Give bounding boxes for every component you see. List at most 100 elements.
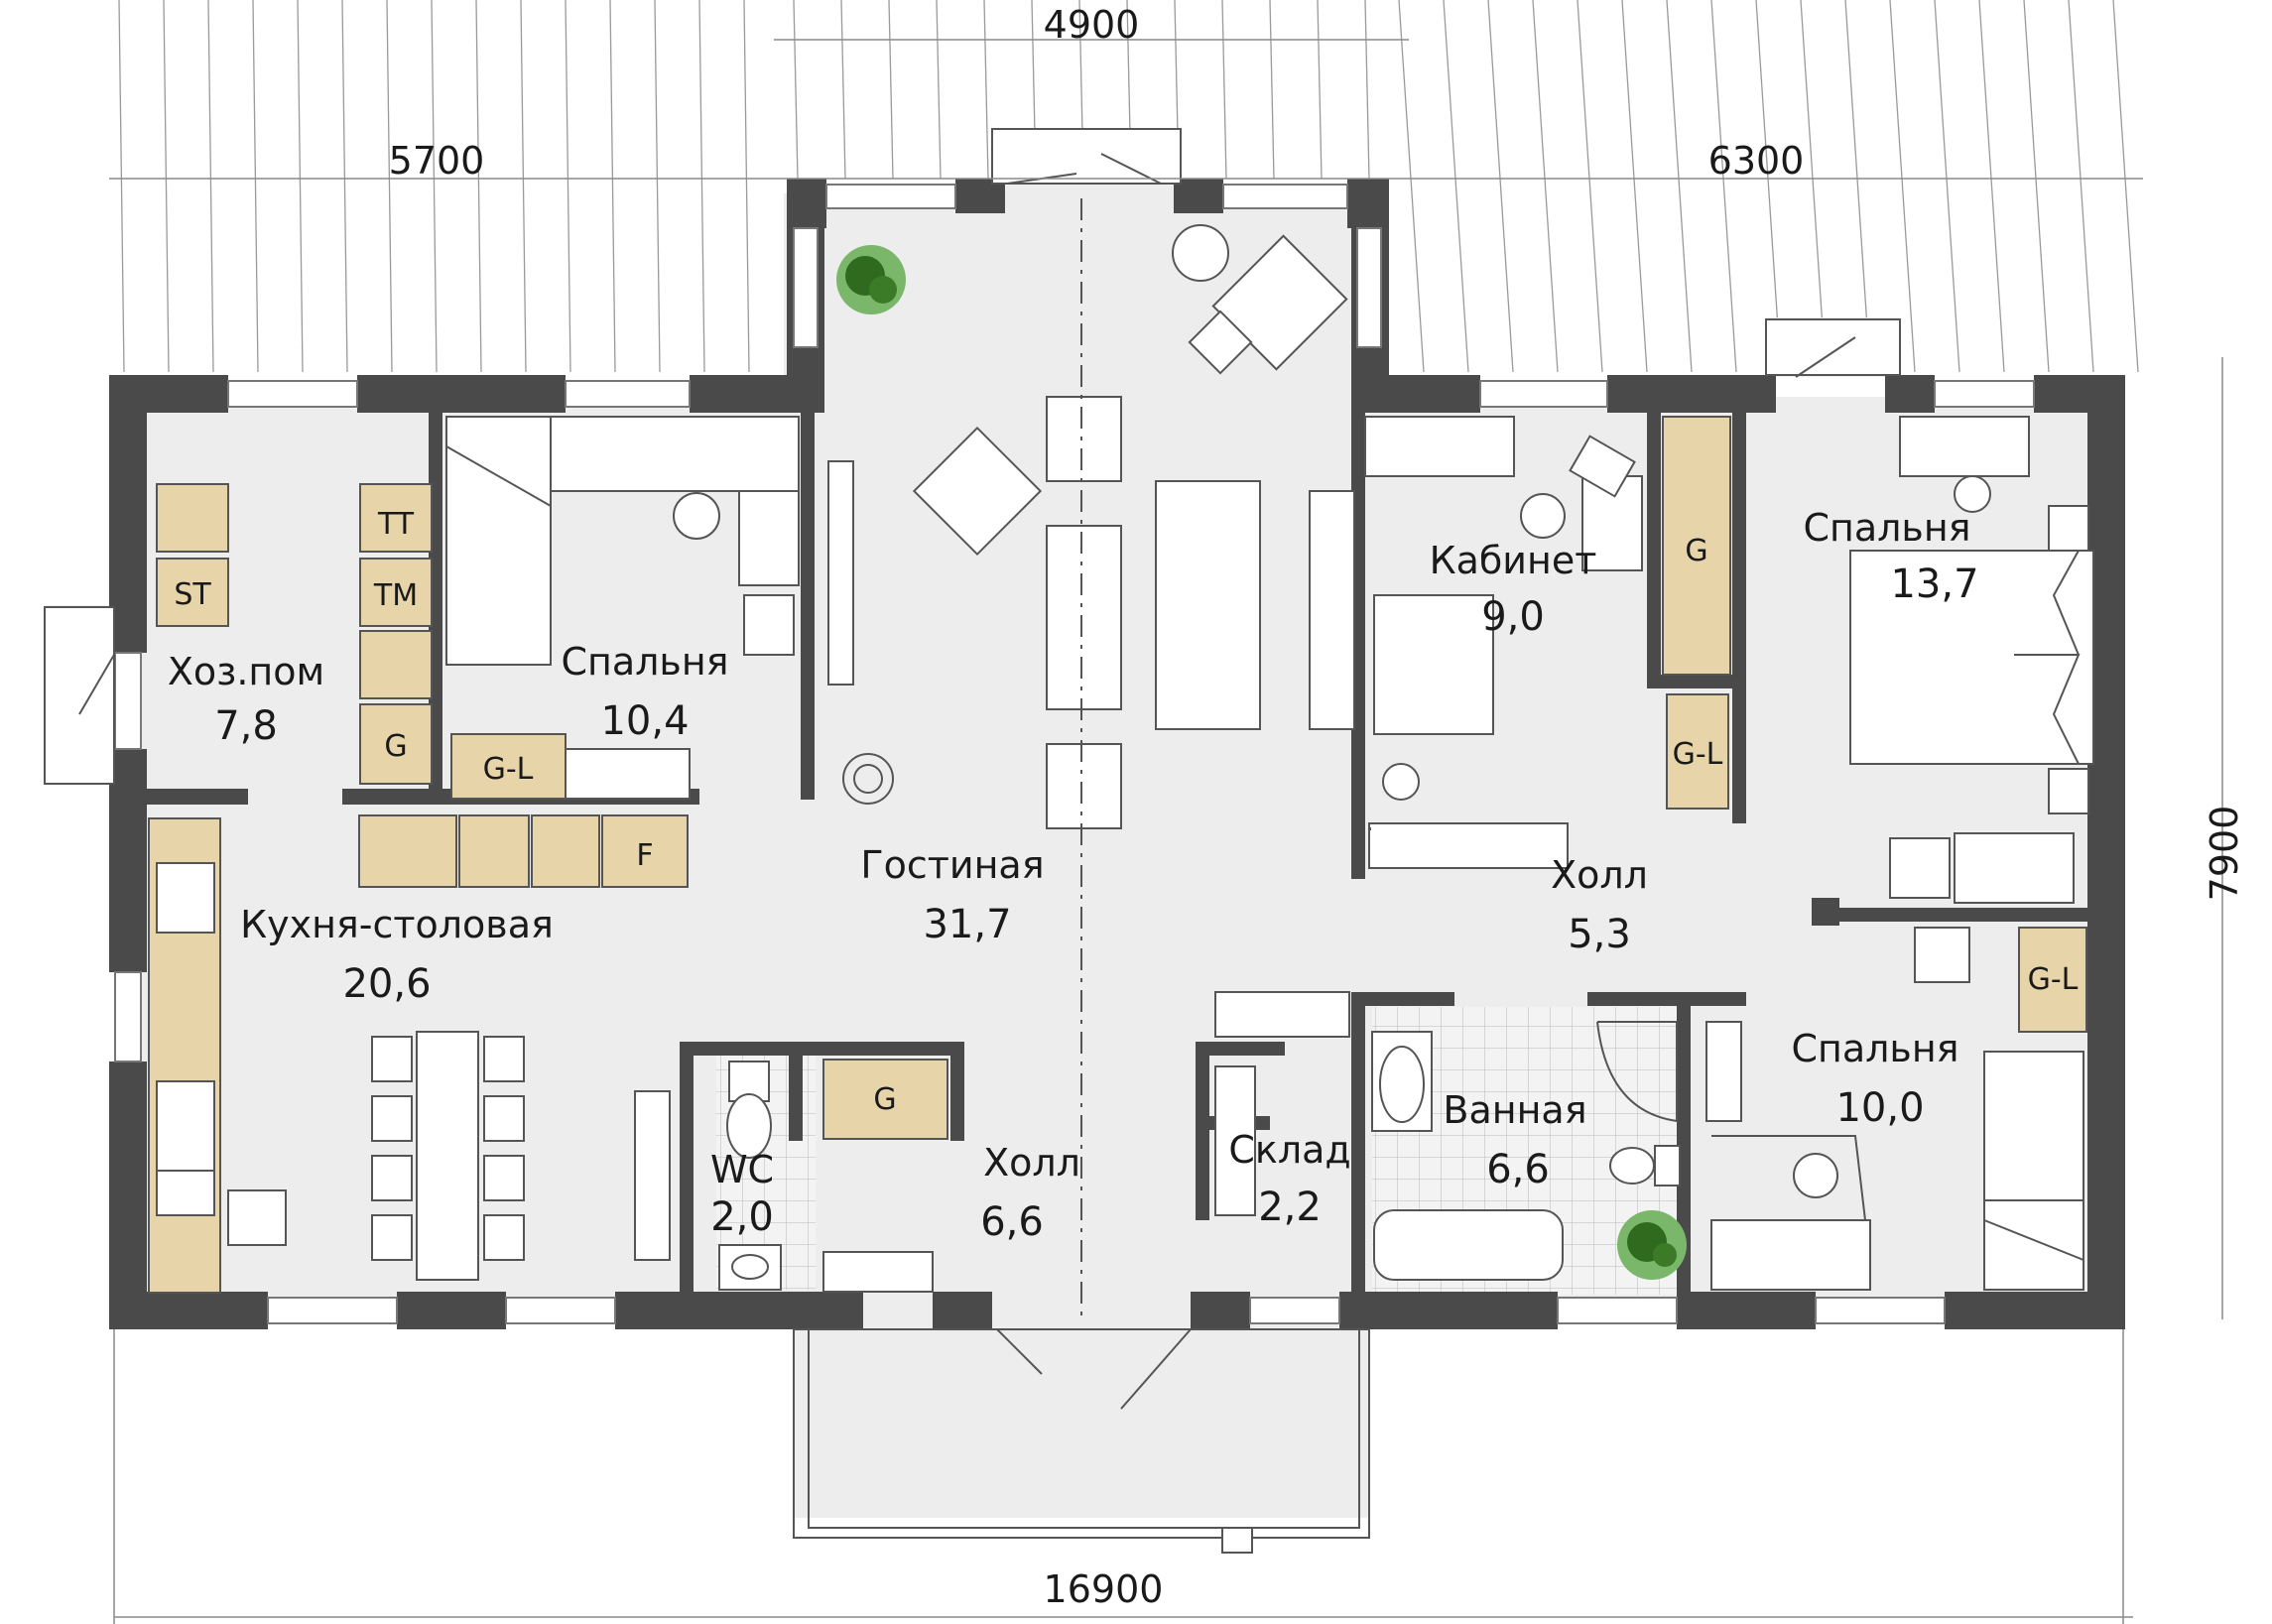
room-label-bedroom-ne: Спальня 13,7: [1803, 506, 1978, 607]
room-area: 2,0: [710, 1194, 774, 1240]
room-area: 6,6: [1486, 1147, 1550, 1192]
hatch-line: [743, 0, 750, 373]
cabinet-label-tm: TM: [373, 578, 418, 613]
hatch-line: [698, 0, 705, 373]
cabinet-label-f: F: [636, 838, 653, 873]
dimension-top-left: 5700: [389, 139, 485, 183]
room-area: 13,7: [1890, 562, 1978, 607]
dimension-labels: 5700 4900 6300 16900 7900: [389, 3, 2246, 1611]
cabinet-label-g: G: [873, 1082, 896, 1117]
room-area: 7,8: [214, 703, 278, 749]
hatch-line: [1398, 0, 1425, 373]
room-name: WC: [710, 1148, 774, 1191]
hatch-line: [475, 0, 482, 373]
hatch-line: [1889, 0, 1916, 373]
room-name: Гостиная: [860, 843, 1044, 887]
dimension-top-center: 4900: [1044, 3, 1140, 47]
hatch-line: [1221, 0, 1227, 180]
room-label-bedroom-left: Спальня 10,4: [561, 640, 728, 744]
room-name: Хоз.пом: [168, 650, 324, 693]
room-label-hall-south: Холл 6,6: [980, 1141, 1080, 1245]
room-name: Спальня: [1791, 1027, 1958, 1070]
hatch-line: [252, 0, 259, 373]
hatch-line: [2068, 0, 2094, 373]
hatch-line: [888, 0, 894, 180]
room-label-hall-east: Холл 5,3: [1551, 853, 1648, 957]
hatch-line: [1364, 0, 1370, 180]
room-area: 10,4: [600, 698, 689, 744]
hatch-line: [1710, 0, 1737, 373]
room-name: Спальня: [1803, 506, 1970, 550]
cabinet-label-g: G: [1685, 534, 1707, 568]
hatch-line: [983, 0, 989, 180]
furniture: [148, 224, 2094, 1294]
room-label-office: Кабинет 9,0: [1430, 539, 1597, 640]
hatch-line: [1577, 0, 1603, 373]
hatch-line: [118, 0, 125, 373]
room-area: 31,7: [923, 902, 1011, 947]
hatch-line: [1934, 0, 1960, 373]
room-name: Холл: [983, 1141, 1080, 1185]
room-area: 5,3: [1568, 912, 1631, 957]
hatch-line: [1978, 0, 2005, 373]
room-name: Ванная: [1443, 1088, 1586, 1132]
windows: [114, 184, 2035, 1324]
hatch-line: [609, 0, 616, 373]
room-area: 9,0: [1481, 594, 1545, 640]
cabinet-label-gl: G-L: [483, 752, 534, 787]
hatch-line: [2112, 0, 2139, 373]
room-labels: Хоз.пом 7,8 Спальня 10,4 Кухня-столовая …: [168, 506, 1979, 1245]
room-label-storage: Склад 2,2: [1228, 1128, 1350, 1230]
dimension-lines: [109, 39, 2223, 1624]
plant-icon: [836, 245, 906, 314]
hatch-line: [840, 0, 846, 180]
hatch-line: [1755, 0, 1782, 373]
room-label-living: Гостиная 31,7: [860, 843, 1044, 947]
hatch-line: [207, 0, 214, 373]
dimension-right: 7900: [2203, 806, 2246, 902]
cabinet-label-st: ST: [174, 577, 211, 612]
room-name: Кухня-столовая: [240, 903, 554, 946]
room-name: Кабинет: [1430, 539, 1597, 582]
hatch-line: [1621, 0, 1648, 373]
walls: [109, 179, 2125, 1329]
hatch-line: [1800, 0, 1827, 373]
room-name: Холл: [1551, 853, 1648, 897]
hatch-line: [565, 0, 571, 373]
cabinet-label-gl: G-L: [2028, 962, 2079, 997]
room-label-wc: WC 2,0: [710, 1148, 774, 1240]
hatch-line: [1487, 0, 1514, 373]
room-area: 2,2: [1258, 1185, 1322, 1230]
hatch-line: [1317, 0, 1323, 180]
hatch-line: [936, 0, 942, 180]
cabinet-label-gl: G-L: [1673, 737, 1723, 772]
hatch-line: [793, 0, 799, 180]
hatch-line: [1269, 0, 1275, 180]
room-label-bedroom-se: Спальня 10,0: [1791, 1027, 1958, 1131]
hatch-line: [1844, 0, 1871, 373]
cabinet-label-g: G: [384, 729, 407, 764]
hatch-line: [1666, 0, 1693, 373]
hatch-line: [163, 0, 170, 373]
room-label-bathroom: Ванная 6,6: [1443, 1088, 1586, 1192]
room-label-kitchen-dining: Кухня-столовая 20,6: [240, 903, 554, 1007]
cabinet-label-tt: TT: [377, 507, 415, 542]
room-area: 10,0: [1835, 1085, 1924, 1131]
hatch-line: [341, 0, 348, 373]
room-area: 20,6: [342, 961, 431, 1007]
hatch-line: [520, 0, 527, 373]
dimension-top-right: 6300: [1708, 139, 1805, 183]
cabinet-labels: ST TT TM G G-L F G G G-L G-L: [174, 507, 2078, 1117]
room-label-utility: Хоз.пом 7,8: [168, 650, 324, 749]
room-name: Склад: [1228, 1128, 1350, 1172]
hatch-line: [297, 0, 304, 373]
room-area: 6,6: [980, 1199, 1044, 1245]
hatch-line: [654, 0, 661, 373]
hatch-line: [386, 0, 393, 373]
hatch-line: [1443, 0, 1469, 373]
hatch-line: [1532, 0, 1559, 373]
room-name: Спальня: [561, 640, 728, 684]
dimension-bottom: 16900: [1044, 1567, 1164, 1611]
plant-icon: [1617, 1210, 1687, 1280]
